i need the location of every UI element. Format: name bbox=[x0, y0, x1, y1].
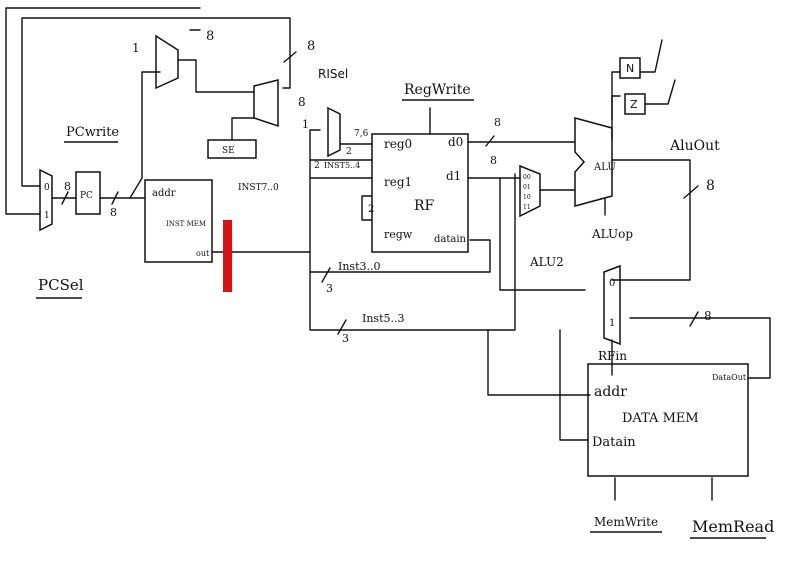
sign-extend bbox=[207, 139, 257, 159]
wires bbox=[5, 7, 771, 501]
reg1-label: reg1 bbox=[384, 175, 412, 189]
d0-width: 8 bbox=[494, 116, 501, 129]
n-flag-box bbox=[619, 57, 641, 79]
imem-addr: addr bbox=[152, 188, 176, 199]
width-2a: 2 bbox=[346, 147, 352, 157]
width-7-6: 7,6 bbox=[354, 129, 369, 139]
rfin-in0: 0 bbox=[609, 278, 615, 289]
z-flag: Z bbox=[630, 98, 638, 111]
rfin-in1: 1 bbox=[609, 318, 615, 329]
aluop-label: ALUop bbox=[591, 227, 633, 241]
pc-out-width: 8 bbox=[110, 206, 117, 219]
aluout-label: AluOut bbox=[669, 138, 720, 154]
pc-register bbox=[75, 171, 101, 215]
risel-label: RISel bbox=[318, 67, 348, 81]
rfin-label: RFin bbox=[598, 349, 627, 363]
alu2-label: ALU2 bbox=[529, 255, 564, 269]
memwrite-label: MemWrite bbox=[594, 515, 658, 529]
d1-label: d1 bbox=[446, 169, 461, 183]
pc-mux-in1: 1 bbox=[44, 211, 50, 221]
alu2-in01: 01 bbox=[523, 184, 531, 191]
inst-bus-label: INST7..0 bbox=[238, 183, 279, 193]
alu2-in11: 11 bbox=[523, 204, 531, 211]
regw-label: regw bbox=[384, 228, 413, 241]
pc-mux bbox=[39, 168, 53, 232]
instruction-memory bbox=[144, 179, 213, 263]
alu bbox=[574, 117, 613, 207]
alu2-in00: 00 bbox=[523, 174, 531, 181]
rf-datain: datain bbox=[434, 234, 467, 245]
memread-label: MemRead bbox=[692, 517, 774, 536]
rf-label: RF bbox=[414, 198, 435, 214]
pc-label: PC bbox=[80, 191, 93, 201]
inst-5-3-label: Inst5..3 bbox=[362, 312, 405, 325]
z-flag-box bbox=[624, 93, 646, 115]
inst-3-0-width: 3 bbox=[326, 282, 333, 295]
pc-adder bbox=[155, 34, 179, 90]
width-2c: 2 bbox=[368, 204, 374, 215]
inst-5-4: INST5..4 bbox=[324, 161, 360, 170]
pcwrite-label: PCwrite bbox=[66, 125, 119, 140]
pc-in-width: 8 bbox=[64, 180, 71, 193]
alu2-in10: 10 bbox=[523, 194, 531, 201]
n-flag: N bbox=[626, 62, 634, 75]
width-2b: 2 bbox=[314, 161, 320, 171]
se-label: SE bbox=[222, 146, 235, 156]
adder-width: 8 bbox=[206, 29, 214, 44]
rfin-mux bbox=[603, 264, 621, 346]
aluout-width: 8 bbox=[706, 178, 715, 194]
dmem-dataout: DataOut bbox=[712, 373, 747, 382]
d0-label: d0 bbox=[448, 135, 463, 149]
dmem-datain: Datain bbox=[592, 435, 636, 450]
inst-3-0-label: Inst3..0 bbox=[338, 260, 381, 273]
pc-mux-in0: 0 bbox=[44, 183, 50, 193]
top-width: 8 bbox=[307, 39, 315, 54]
adder-const: 1 bbox=[132, 41, 140, 55]
imem-title: INST MEM bbox=[166, 220, 206, 228]
imem-out: out bbox=[196, 249, 210, 258]
dmem-title: DATA MEM bbox=[622, 411, 699, 426]
regwrite-label: RegWrite bbox=[404, 82, 471, 98]
inst-5-3-width: 3 bbox=[342, 332, 349, 345]
data-memory bbox=[587, 363, 749, 477]
branch-mux bbox=[253, 79, 279, 128]
register-file bbox=[371, 133, 469, 253]
pcsel-label: PCSel bbox=[38, 276, 84, 294]
instruction-bus-highlight bbox=[223, 220, 232, 292]
alu-label: ALU bbox=[593, 162, 616, 173]
alu2-mux bbox=[519, 164, 541, 218]
dataout-width: 8 bbox=[704, 309, 712, 323]
branch-mux-width: 8 bbox=[298, 95, 306, 109]
reg0-label: reg0 bbox=[384, 137, 412, 151]
dmem-addr: addr bbox=[594, 384, 627, 400]
risel-mux bbox=[327, 106, 341, 158]
risel-in1: 1 bbox=[302, 118, 309, 131]
d1-width: 8 bbox=[490, 154, 497, 167]
bus-width-slashes bbox=[61, 51, 699, 335]
